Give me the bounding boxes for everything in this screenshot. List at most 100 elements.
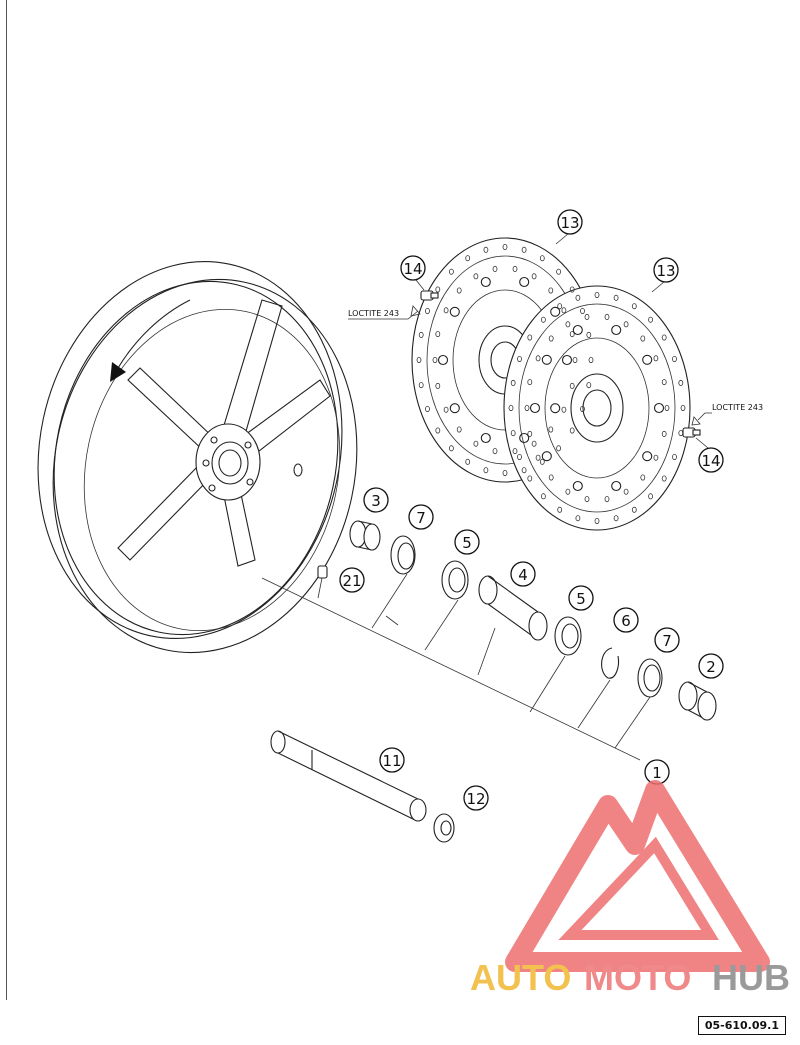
disc-hole bbox=[548, 335, 554, 342]
callout-circle bbox=[400, 255, 426, 281]
circlip-6 bbox=[601, 647, 620, 679]
spacer-3 bbox=[349, 520, 381, 551]
distance-sleeve-4 bbox=[478, 575, 548, 641]
disc-hole bbox=[640, 474, 646, 481]
nipple-21 bbox=[317, 565, 328, 579]
disc-rivet bbox=[550, 306, 561, 317]
callout-3: 3 bbox=[363, 487, 389, 513]
disc-hole bbox=[588, 356, 594, 363]
disc-hole bbox=[640, 335, 646, 342]
disc-hole bbox=[508, 404, 514, 411]
disc-hole bbox=[512, 448, 518, 455]
disc-rivet bbox=[561, 354, 573, 366]
callout-13: 13 bbox=[557, 209, 583, 235]
disc-hole bbox=[531, 440, 537, 447]
callout-13: 13 bbox=[653, 257, 679, 283]
disc-hole bbox=[510, 430, 516, 437]
disc-hole bbox=[557, 303, 563, 310]
watermark-auto: AUTO bbox=[470, 957, 571, 998]
disc-hole bbox=[456, 426, 462, 433]
disc-hole bbox=[483, 467, 489, 474]
disc-hole bbox=[527, 430, 533, 437]
callout-6: 6 bbox=[613, 607, 639, 633]
disc-hole bbox=[594, 291, 600, 298]
disc-screw-right bbox=[682, 427, 701, 438]
disc-hole bbox=[623, 488, 629, 495]
disc-rivet bbox=[480, 432, 491, 444]
callout-circle bbox=[379, 747, 405, 773]
disc-hole bbox=[661, 379, 667, 386]
disc-hole bbox=[539, 255, 545, 262]
disc-hole bbox=[524, 404, 530, 411]
front-wheel-rim bbox=[37, 261, 358, 654]
callout-number: 14 bbox=[403, 260, 422, 278]
disc-hole bbox=[569, 382, 575, 389]
disc-rivet bbox=[437, 354, 449, 366]
disc-hole bbox=[561, 307, 567, 314]
disc-hole bbox=[648, 493, 653, 500]
disc-hole bbox=[443, 307, 449, 314]
disc-hole bbox=[527, 334, 533, 341]
callout-number: 1 bbox=[652, 764, 662, 782]
callout-number: 4 bbox=[518, 566, 528, 584]
disc-hole bbox=[502, 243, 508, 250]
reference-code: 05-610.09.1 bbox=[697, 1016, 786, 1035]
disc-hole bbox=[575, 515, 581, 522]
callout-5: 5 bbox=[568, 585, 594, 611]
disc-hole bbox=[448, 445, 454, 452]
disc-hole bbox=[416, 356, 422, 363]
disc-hole bbox=[556, 268, 561, 275]
callout-number: 7 bbox=[662, 632, 672, 650]
callout-circle bbox=[613, 607, 639, 633]
disc-rivet bbox=[611, 324, 622, 336]
disc-hole bbox=[586, 331, 592, 338]
callout-7: 7 bbox=[654, 627, 680, 653]
disc-rivet bbox=[572, 324, 583, 336]
disc-hole bbox=[527, 475, 533, 482]
disc-hole bbox=[572, 356, 578, 363]
disc-hole bbox=[483, 246, 489, 253]
disc-hole bbox=[557, 506, 563, 513]
disc-hole bbox=[435, 286, 441, 293]
callout-number: 2 bbox=[706, 658, 716, 676]
callout-2: 2 bbox=[698, 653, 724, 679]
bearing-5-right bbox=[554, 616, 582, 656]
disc-hole bbox=[517, 355, 522, 362]
disc-rivet bbox=[480, 276, 491, 288]
callout-number: 5 bbox=[576, 590, 586, 608]
disc-hole bbox=[512, 265, 518, 272]
disc-hole bbox=[492, 448, 498, 455]
disc-hole bbox=[435, 331, 441, 338]
disc-hole bbox=[565, 488, 571, 495]
disc-screw-left bbox=[420, 290, 439, 301]
disc-hole bbox=[594, 518, 600, 525]
callout-circle bbox=[654, 627, 680, 653]
disc-hole bbox=[435, 427, 441, 434]
callout-circle bbox=[698, 447, 724, 473]
disc-hole bbox=[456, 287, 462, 294]
disc-hole bbox=[510, 379, 516, 386]
watermark-hub: HUB bbox=[712, 957, 790, 998]
disc-hole bbox=[584, 313, 590, 320]
disc-hole bbox=[580, 405, 585, 412]
disc-rivet bbox=[642, 354, 653, 365]
callout-5: 5 bbox=[454, 529, 480, 555]
callout-12: 12 bbox=[463, 785, 489, 811]
page-left-border bbox=[6, 0, 7, 1000]
callout-circle bbox=[408, 504, 434, 530]
callout-number: 6 bbox=[621, 612, 631, 630]
disc-hole bbox=[661, 430, 667, 437]
disc-hole bbox=[661, 334, 667, 341]
disc-hole bbox=[425, 307, 430, 314]
disc-hole bbox=[584, 496, 590, 503]
disc-hole bbox=[556, 445, 561, 452]
rotation-arrow-icon bbox=[110, 362, 126, 382]
disc-rivet bbox=[550, 403, 561, 414]
callout-circle bbox=[463, 785, 489, 811]
loctite-note-left: LOCTITE 243 bbox=[348, 309, 399, 318]
disc-hole bbox=[535, 355, 541, 362]
callout-number: 12 bbox=[466, 790, 485, 808]
disc-hole bbox=[631, 506, 637, 513]
disc-hole bbox=[418, 382, 424, 389]
